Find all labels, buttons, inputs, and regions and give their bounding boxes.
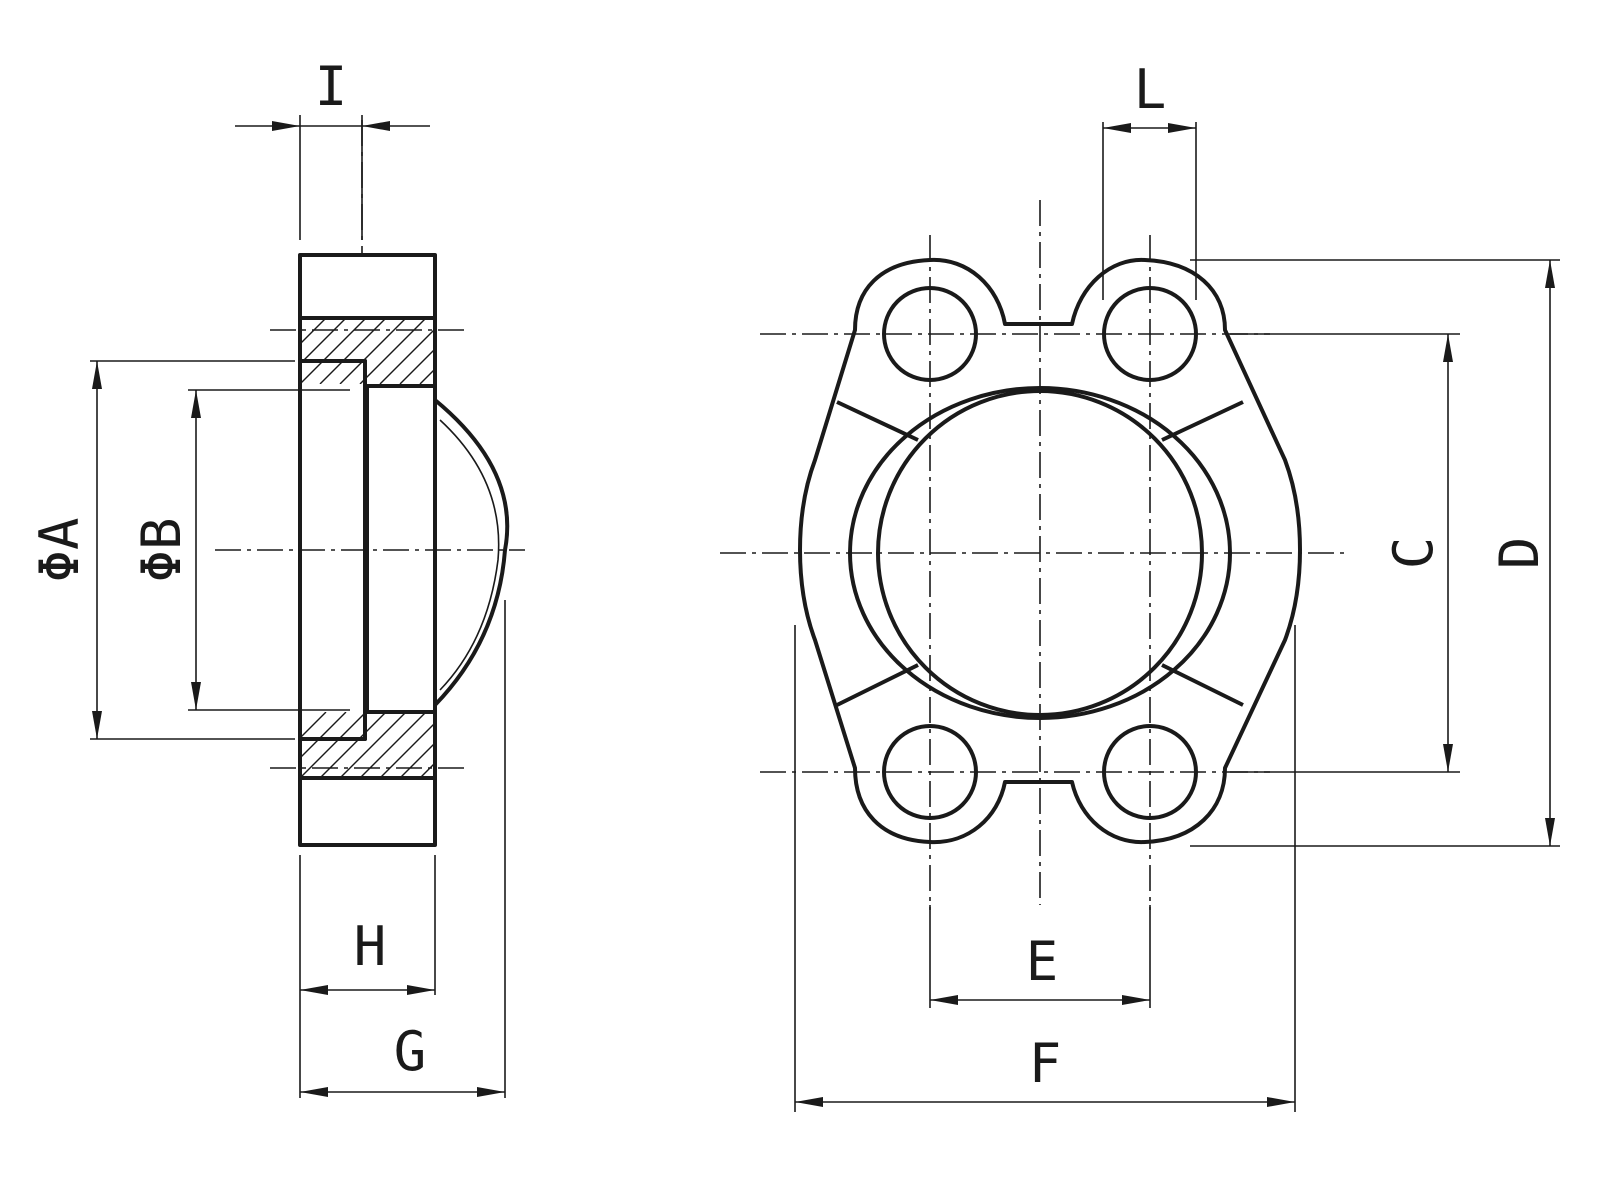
section-hatch-bottom <box>300 712 435 778</box>
rib-lower-left <box>836 663 919 707</box>
side-view: I ΦA ΦB H G <box>28 55 525 1098</box>
inner-bore-outline <box>365 384 437 714</box>
dim-label-f: F <box>1029 1032 1062 1095</box>
dim-label-g: G <box>394 1020 427 1083</box>
front-view: L C D E F <box>720 58 1560 1112</box>
dim-label-c: C <box>1382 537 1445 570</box>
dim-label-phi-b: ΦB <box>130 517 193 582</box>
side-dome-inner <box>439 419 500 691</box>
dim-label-h: H <box>354 915 387 978</box>
side-dome-outline <box>433 398 510 707</box>
dim-label-d: D <box>1488 537 1551 570</box>
rib-upper-right <box>1161 400 1244 442</box>
dim-label-l: L <box>1134 58 1167 121</box>
section-hatch-top <box>300 318 435 384</box>
rib-lower-right <box>1161 663 1244 707</box>
dim-label-i: I <box>315 55 348 118</box>
front-body-outline <box>798 257 1302 845</box>
dim-label-e: E <box>1026 930 1059 993</box>
dim-label-phi-a: ΦA <box>28 517 91 582</box>
rib-upper-left <box>836 400 919 442</box>
